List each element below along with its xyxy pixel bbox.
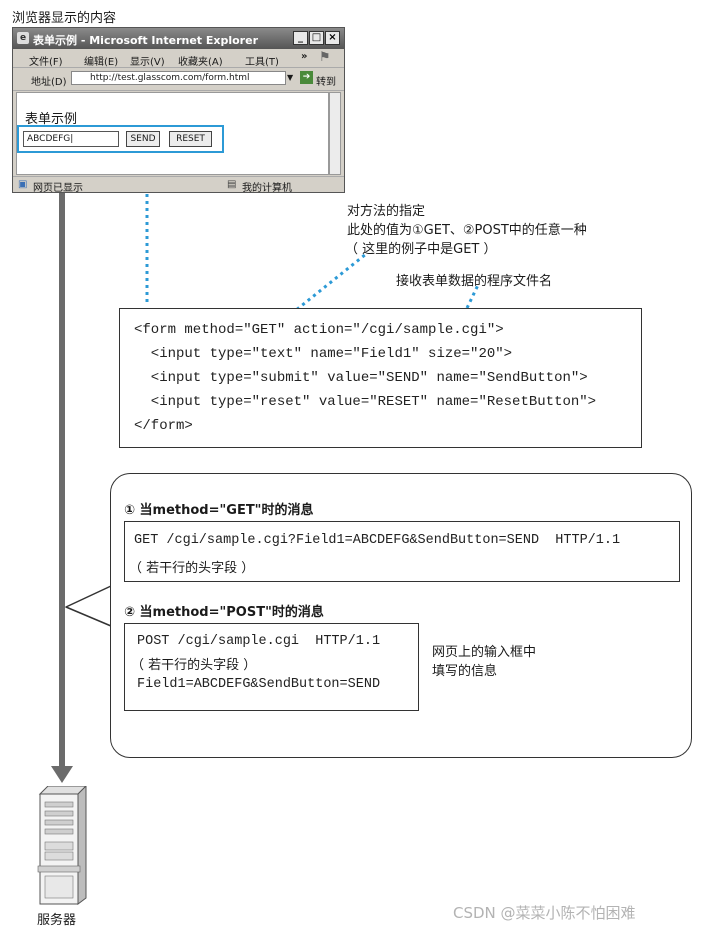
post-message-heading: ② 当method="POST"时的消息 bbox=[124, 605, 324, 620]
get-message-box bbox=[124, 521, 680, 582]
status-zone: 我的计算机 bbox=[242, 183, 292, 194]
post-request-line: POST /cgi/sample.cgi HTTP/1.1 bbox=[137, 634, 381, 649]
method-note-title: 对方法的指定 bbox=[347, 204, 426, 219]
status-bar: ▣ 网页已显示 ▤ 我的计算机 bbox=[13, 176, 344, 194]
post-message-box bbox=[124, 623, 419, 711]
code-line: <input type="text" name="Field1" size="2… bbox=[134, 346, 513, 362]
browser-window: e 表单示例 - Microsoft Internet Explorer _ □… bbox=[12, 27, 345, 194]
send-button[interactable]: SEND bbox=[126, 131, 160, 147]
close-icon[interactable]: × bbox=[325, 31, 340, 45]
windows-flag-icon: ⚑ bbox=[319, 50, 331, 65]
get-request-line: GET /cgi/sample.cgi?Field1=ABCDEFG&SendB… bbox=[134, 533, 621, 548]
maximize-icon[interactable]: □ bbox=[309, 31, 324, 45]
watermark: CSDN @菜菜小陈不怕困难 bbox=[453, 904, 636, 922]
post-headers-note: （ 若干行的头字段 ） bbox=[131, 658, 257, 673]
address-label: 地址(D) bbox=[31, 77, 67, 88]
address-url: http://test.glasscom.com/form.html bbox=[90, 73, 250, 83]
status-text: 网页已显示 bbox=[33, 183, 83, 194]
browser-caption: 浏览器显示的内容 bbox=[12, 11, 117, 26]
input-note-line2: 填写的信息 bbox=[432, 664, 498, 679]
form-highlight bbox=[17, 125, 224, 153]
address-dropdown-icon[interactable]: ▼ bbox=[287, 73, 294, 82]
server-icon bbox=[37, 786, 87, 905]
code-line: <input type="reset" value="RESET" name="… bbox=[134, 394, 597, 410]
menu-more-icon[interactable]: » bbox=[301, 51, 308, 62]
code-line: <input type="submit" value="SEND" name="… bbox=[134, 370, 588, 386]
title-bar: e 表单示例 - Microsoft Internet Explorer _ □… bbox=[13, 28, 344, 49]
menu-bar: 文件(F) 编辑(E) 显示(V) 收藏夹(A) 工具(T) » ⚑ bbox=[13, 49, 344, 68]
menu-tools[interactable]: 工具(T) bbox=[245, 57, 279, 68]
menu-favorites[interactable]: 收藏夹(A) bbox=[178, 57, 223, 68]
menu-view[interactable]: 显示(V) bbox=[130, 57, 165, 68]
get-message-heading: ① 当method="GET"时的消息 bbox=[124, 503, 314, 518]
action-note: 接收表单数据的程序文件名 bbox=[396, 274, 553, 289]
go-arrow-icon[interactable]: ➔ bbox=[300, 71, 313, 84]
form-source-code bbox=[119, 308, 642, 448]
server-label: 服务器 bbox=[37, 913, 77, 928]
minimize-icon[interactable]: _ bbox=[293, 31, 308, 45]
field1-input[interactable]: ABCDEFG| bbox=[23, 131, 119, 147]
input-note-line1: 网页上的输入框中 bbox=[432, 645, 537, 660]
computer-icon: ▤ bbox=[227, 179, 237, 190]
get-headers-note: （ 若干行的头字段 ） bbox=[129, 561, 255, 576]
method-note-line3: （ 这里的例子中是GET ） bbox=[345, 242, 497, 257]
request-arrow-head bbox=[51, 766, 73, 783]
post-body: Field1=ABCDEFG&SendButton=SEND bbox=[137, 677, 381, 692]
go-button[interactable]: 转到 bbox=[316, 77, 336, 88]
method-pointer bbox=[274, 252, 367, 329]
page-heading: 表单示例 bbox=[25, 112, 78, 127]
page-icon: ▣ bbox=[18, 179, 28, 190]
method-note-line2: 此处的值为①GET、②POST中的任意一种 bbox=[347, 223, 587, 238]
menu-edit[interactable]: 编辑(E) bbox=[84, 57, 119, 68]
vertical-scrollbar[interactable] bbox=[329, 92, 341, 175]
reset-button[interactable]: RESET bbox=[169, 131, 212, 147]
address-bar: 地址(D) http://test.glasscom.com/form.html… bbox=[13, 68, 344, 91]
menu-file[interactable]: 文件(F) bbox=[29, 57, 63, 68]
code-line: <form method="GET" action="/cgi/sample.c… bbox=[134, 322, 504, 338]
window-title: 表单示例 - Microsoft Internet Explorer bbox=[33, 34, 258, 47]
ie-logo-icon: e bbox=[17, 32, 29, 44]
address-input[interactable]: http://test.glasscom.com/form.html bbox=[71, 71, 286, 85]
code-line: </form> bbox=[134, 418, 193, 434]
callout-pointer bbox=[65, 585, 112, 627]
